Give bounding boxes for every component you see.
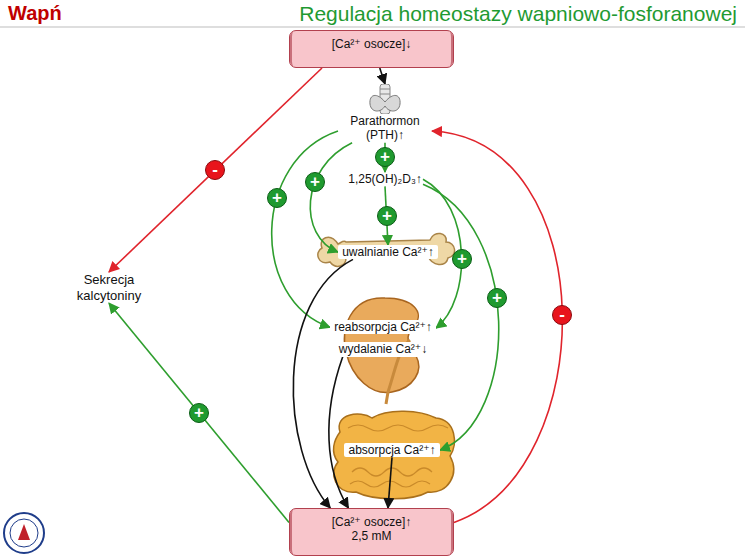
node-text: [Ca²⁺ osocze]↓ (332, 37, 412, 51)
sign-circle: + (267, 188, 287, 208)
connector (293, 259, 353, 508)
hormone-node: 1,25(OH)₂D₃↑ (347, 172, 423, 186)
connector (310, 143, 352, 252)
node-text: uwalnianie Ca²⁺↑ (338, 245, 438, 259)
sign-circle: - (205, 160, 225, 180)
thyroid-icon (365, 84, 405, 114)
header-rule (0, 27, 745, 28)
sign-circle: + (189, 403, 209, 423)
node-text: absorpcja Ca²⁺↑ (344, 443, 440, 457)
sign-circle: + (377, 206, 397, 226)
sign-circle: + (487, 288, 507, 308)
plasma-vessel: [Ca²⁺ osocze]↑2,5 mM (289, 508, 454, 556)
title: Regulacja homeostazy wapniowo-fosforanow… (299, 2, 737, 26)
connector (432, 131, 562, 522)
sign-circle: + (375, 147, 395, 167)
connector (423, 184, 499, 450)
bone-effect: uwalnianie Ca²⁺↑ (338, 245, 438, 259)
sign-circle: + (452, 249, 472, 269)
intestine-illustration (334, 411, 455, 499)
connector (329, 357, 349, 508)
logo-seal (4, 513, 44, 553)
node-text: Sekrecja kalcytoniny (63, 272, 155, 303)
section-label: Wapń (8, 2, 62, 25)
kidney-effect: reabsorpcja Ca²⁺↑ wydalanie Ca²⁺↓ (330, 320, 436, 357)
intestine-effect: absorpcja Ca²⁺↑ (344, 443, 440, 457)
node-text: 2,5 mM (351, 529, 391, 543)
node-text: Parathormon (PTH)↑ (339, 114, 431, 143)
connector (388, 457, 392, 508)
bone-illustration (318, 233, 455, 266)
connector (380, 68, 385, 84)
sign-circle: + (305, 172, 325, 192)
sign-circle: - (552, 305, 572, 325)
hormone-node: Parathormon (PTH)↑ (338, 84, 432, 143)
node-text: wydalanie Ca²⁺↓ (330, 342, 436, 356)
connector (272, 131, 338, 327)
node-text: [Ca²⁺ osocze]↑ (332, 515, 412, 529)
connector (109, 303, 289, 522)
node-text: 1,25(OH)₂D₃↑ (347, 172, 423, 186)
plasma-vessel: [Ca²⁺ osocze]↓ (289, 30, 454, 68)
calcitonin-node: Sekrecja kalcytoniny (63, 272, 155, 303)
node-text: reabsorpcja Ca²⁺↑ (330, 320, 436, 334)
